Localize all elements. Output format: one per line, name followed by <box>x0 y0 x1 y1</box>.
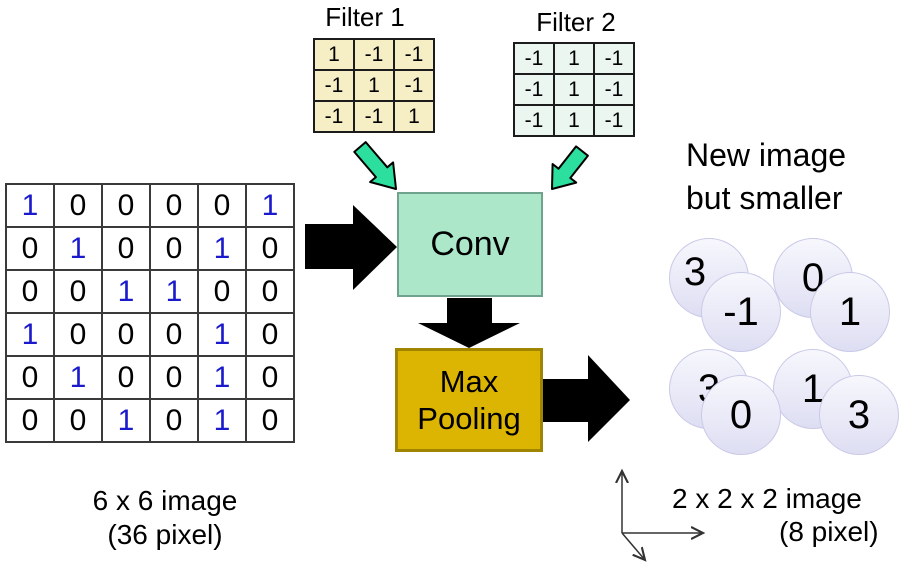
output-circle-value: 1 <box>801 366 825 411</box>
filter2-cell: -1 <box>513 42 555 75</box>
matrix-cell: 0 <box>53 312 103 357</box>
filter1-cell: -1 <box>353 38 395 71</box>
matrix-cell: 0 <box>149 355 199 400</box>
filter2-label: Filter 2 <box>536 7 616 37</box>
matrix-cell: 1 <box>197 355 247 400</box>
output-circle-value: 3 <box>683 249 707 294</box>
output-caption-line2: (8 pixel) <box>779 516 879 547</box>
output-caption-line1: 2 x 2 x 2 image <box>672 483 862 514</box>
filter1-cell: 1 <box>313 38 355 71</box>
matrix-cell: 0 <box>5 398 55 443</box>
input-caption-line1: 6 x 6 image <box>92 485 238 516</box>
output-circle-value: -1 <box>723 289 759 334</box>
matrix-cell: 0 <box>53 269 103 314</box>
matrix-cell: 1 <box>53 355 103 400</box>
matrix-cell: 0 <box>149 226 199 271</box>
matrix-cell: 1 <box>197 312 247 357</box>
filter1-cell: 1 <box>353 69 395 102</box>
input-image-matrix: 1 0 0 0 0 1 0 1 0 0 1 0 0 0 1 1 0 0 1 0 … <box>5 183 295 443</box>
filter2-cell: 1 <box>553 42 595 75</box>
matrix-cell: 0 <box>53 398 103 443</box>
output-title-line2: but smaller <box>686 180 843 216</box>
matrix-cell: 0 <box>197 269 247 314</box>
matrix-cell: 0 <box>53 183 103 228</box>
output-circle: 3 <box>819 375 899 455</box>
output-circle-value: 3 <box>847 392 871 437</box>
filter1-cell: -1 <box>313 69 355 102</box>
filter1-label: Filter 1 <box>325 2 405 32</box>
max-pooling-box: Max Pooling <box>395 348 543 452</box>
filter2-cell: -1 <box>593 73 635 106</box>
max-pooling-label-line2: Pooling <box>417 401 521 436</box>
conv-to-pooling-arrow-icon <box>418 298 520 348</box>
matrix-cell: 1 <box>101 269 151 314</box>
matrix-cell: 1 <box>245 183 295 228</box>
filter2-matrix: -1 1 -1 -1 1 -1 -1 1 -1 <box>513 42 635 137</box>
matrix-cell: 0 <box>5 355 55 400</box>
output-circle: 0 <box>701 375 781 455</box>
filter2-cell: -1 <box>513 104 555 137</box>
matrix-cell: 0 <box>101 312 151 357</box>
filter1-cell: -1 <box>353 100 395 133</box>
output-title-line1: New image <box>686 137 847 173</box>
input-caption: 6 x 6 image (36 pixel) <box>40 484 290 552</box>
input-caption-line2: (36 pixel) <box>107 519 223 550</box>
matrix-cell: 1 <box>149 269 199 314</box>
filter2-cell: 1 <box>553 104 595 137</box>
filter2-to-conv-green-arrow-icon <box>551 145 589 190</box>
matrix-cell: 0 <box>101 226 151 271</box>
matrix-cell: 0 <box>149 312 199 357</box>
matrix-cell: 0 <box>149 398 199 443</box>
filter1-matrix: 1 -1 -1 -1 1 -1 -1 -1 1 <box>313 38 435 133</box>
matrix-cell: 1 <box>53 226 103 271</box>
output-title: New image but smaller <box>686 134 846 220</box>
matrix-cell: 0 <box>5 269 55 314</box>
filter1-cell: 1 <box>393 100 435 133</box>
filter1-to-conv-green-arrow-icon <box>353 141 397 190</box>
filter1-cell: -1 <box>393 38 435 71</box>
matrix-cell: 0 <box>101 355 151 400</box>
matrix-cell: 0 <box>245 226 295 271</box>
output-circle-value: 1 <box>838 289 862 334</box>
input-to-conv-arrow-icon <box>305 205 397 290</box>
filter2-cell: -1 <box>513 73 555 106</box>
output-circle: 1 <box>810 272 890 352</box>
matrix-cell: 1 <box>5 183 55 228</box>
conv-label: Conv <box>430 225 510 263</box>
matrix-cell: 1 <box>197 398 247 443</box>
matrix-cell: 1 <box>5 312 55 357</box>
pooling-to-output-arrow-icon <box>543 355 630 442</box>
matrix-cell: 1 <box>197 226 247 271</box>
matrix-cell: 0 <box>101 183 151 228</box>
matrix-cell: 1 <box>101 398 151 443</box>
matrix-cell: 0 <box>149 183 199 228</box>
output-circle-value: 0 <box>729 392 753 437</box>
matrix-cell: 0 <box>245 269 295 314</box>
output-circle: -1 <box>701 272 781 352</box>
max-pooling-label-line1: Max <box>439 364 499 399</box>
matrix-cell: 0 <box>245 355 295 400</box>
matrix-cell: 0 <box>245 312 295 357</box>
filter1-cell: -1 <box>313 100 355 133</box>
conv-box: Conv <box>397 192 543 297</box>
filter2-cell: -1 <box>593 104 635 137</box>
filter2-cell: 1 <box>553 73 595 106</box>
matrix-cell: 0 <box>5 226 55 271</box>
matrix-cell: 0 <box>197 183 247 228</box>
matrix-cell: 0 <box>245 398 295 443</box>
filter1-cell: -1 <box>393 69 435 102</box>
filter2-cell: -1 <box>593 42 635 75</box>
